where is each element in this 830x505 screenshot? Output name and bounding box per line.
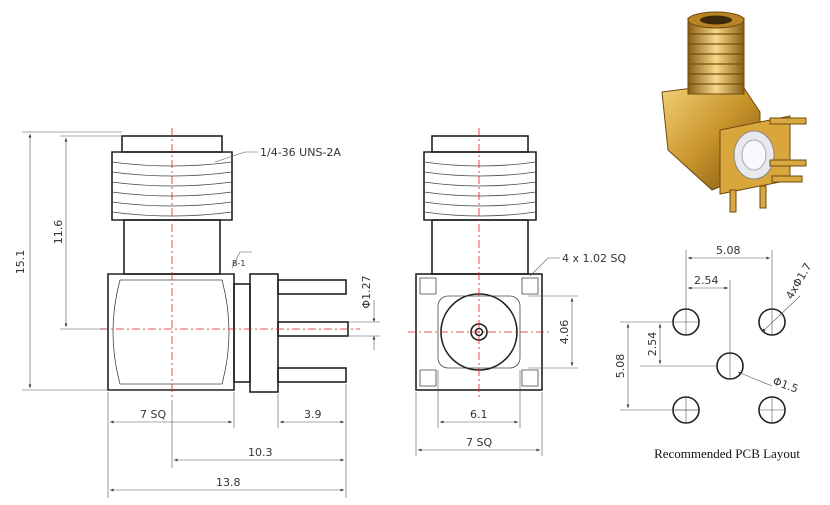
dim-thread-height: 11.6 (52, 220, 65, 245)
dim-inner-width: 6.1 (470, 408, 488, 421)
side-thread-lines (111, 161, 233, 217)
pcb-caption: Recommended PCB Layout (654, 446, 800, 461)
dim-overall-height: 15.1 (14, 250, 27, 275)
front-view: 4 x 1.02 SQ 4.06 6.1 7 SQ (408, 128, 626, 456)
front-corner-pads (419, 277, 539, 387)
dim-body-width: 7 SQ (140, 408, 166, 421)
dim-front-width: 7 SQ (466, 436, 492, 449)
side-flange (233, 283, 251, 383)
connector-3d-render (661, 11, 807, 213)
side-view: B-1 1/4-36 UNS-2A 15.1 11.6 Φ1.27 7 SQ 3… (14, 128, 380, 498)
side-thread-body (111, 151, 233, 221)
side-pin-bottom (277, 367, 347, 383)
dim-pin-length: 3.9 (304, 408, 322, 421)
pcb-dim-mount-holes: 4xΦ1.7 (783, 261, 814, 302)
pcb-dim-outer-v: 5.08 (614, 354, 627, 379)
dim-to-pin: 10.3 (248, 446, 273, 459)
pad-note: 4 x 1.02 SQ (562, 252, 626, 265)
side-body (107, 273, 235, 391)
side-detail-tag: B-1 (232, 259, 245, 268)
pcb-layout: 5.08 2.54 5.08 2.54 4xΦ1.7 Φ1.5 Recommen… (614, 244, 814, 461)
pcb-dim-outer-h: 5.08 (716, 244, 741, 257)
side-pin-top (277, 279, 347, 295)
side-mount-plate (249, 273, 279, 393)
dim-overall-length: 13.8 (216, 476, 241, 489)
pcb-dim-half-v: 2.54 (646, 332, 659, 357)
pcb-dim-center-hole: Φ1.5 (771, 375, 800, 396)
thread-note: 1/4-36 UNS-2A (260, 146, 341, 159)
dim-pin-dia: Φ1.27 (360, 275, 373, 308)
dim-inner-height: 4.06 (558, 320, 571, 345)
pcb-dim-half-h: 2.54 (694, 274, 719, 287)
